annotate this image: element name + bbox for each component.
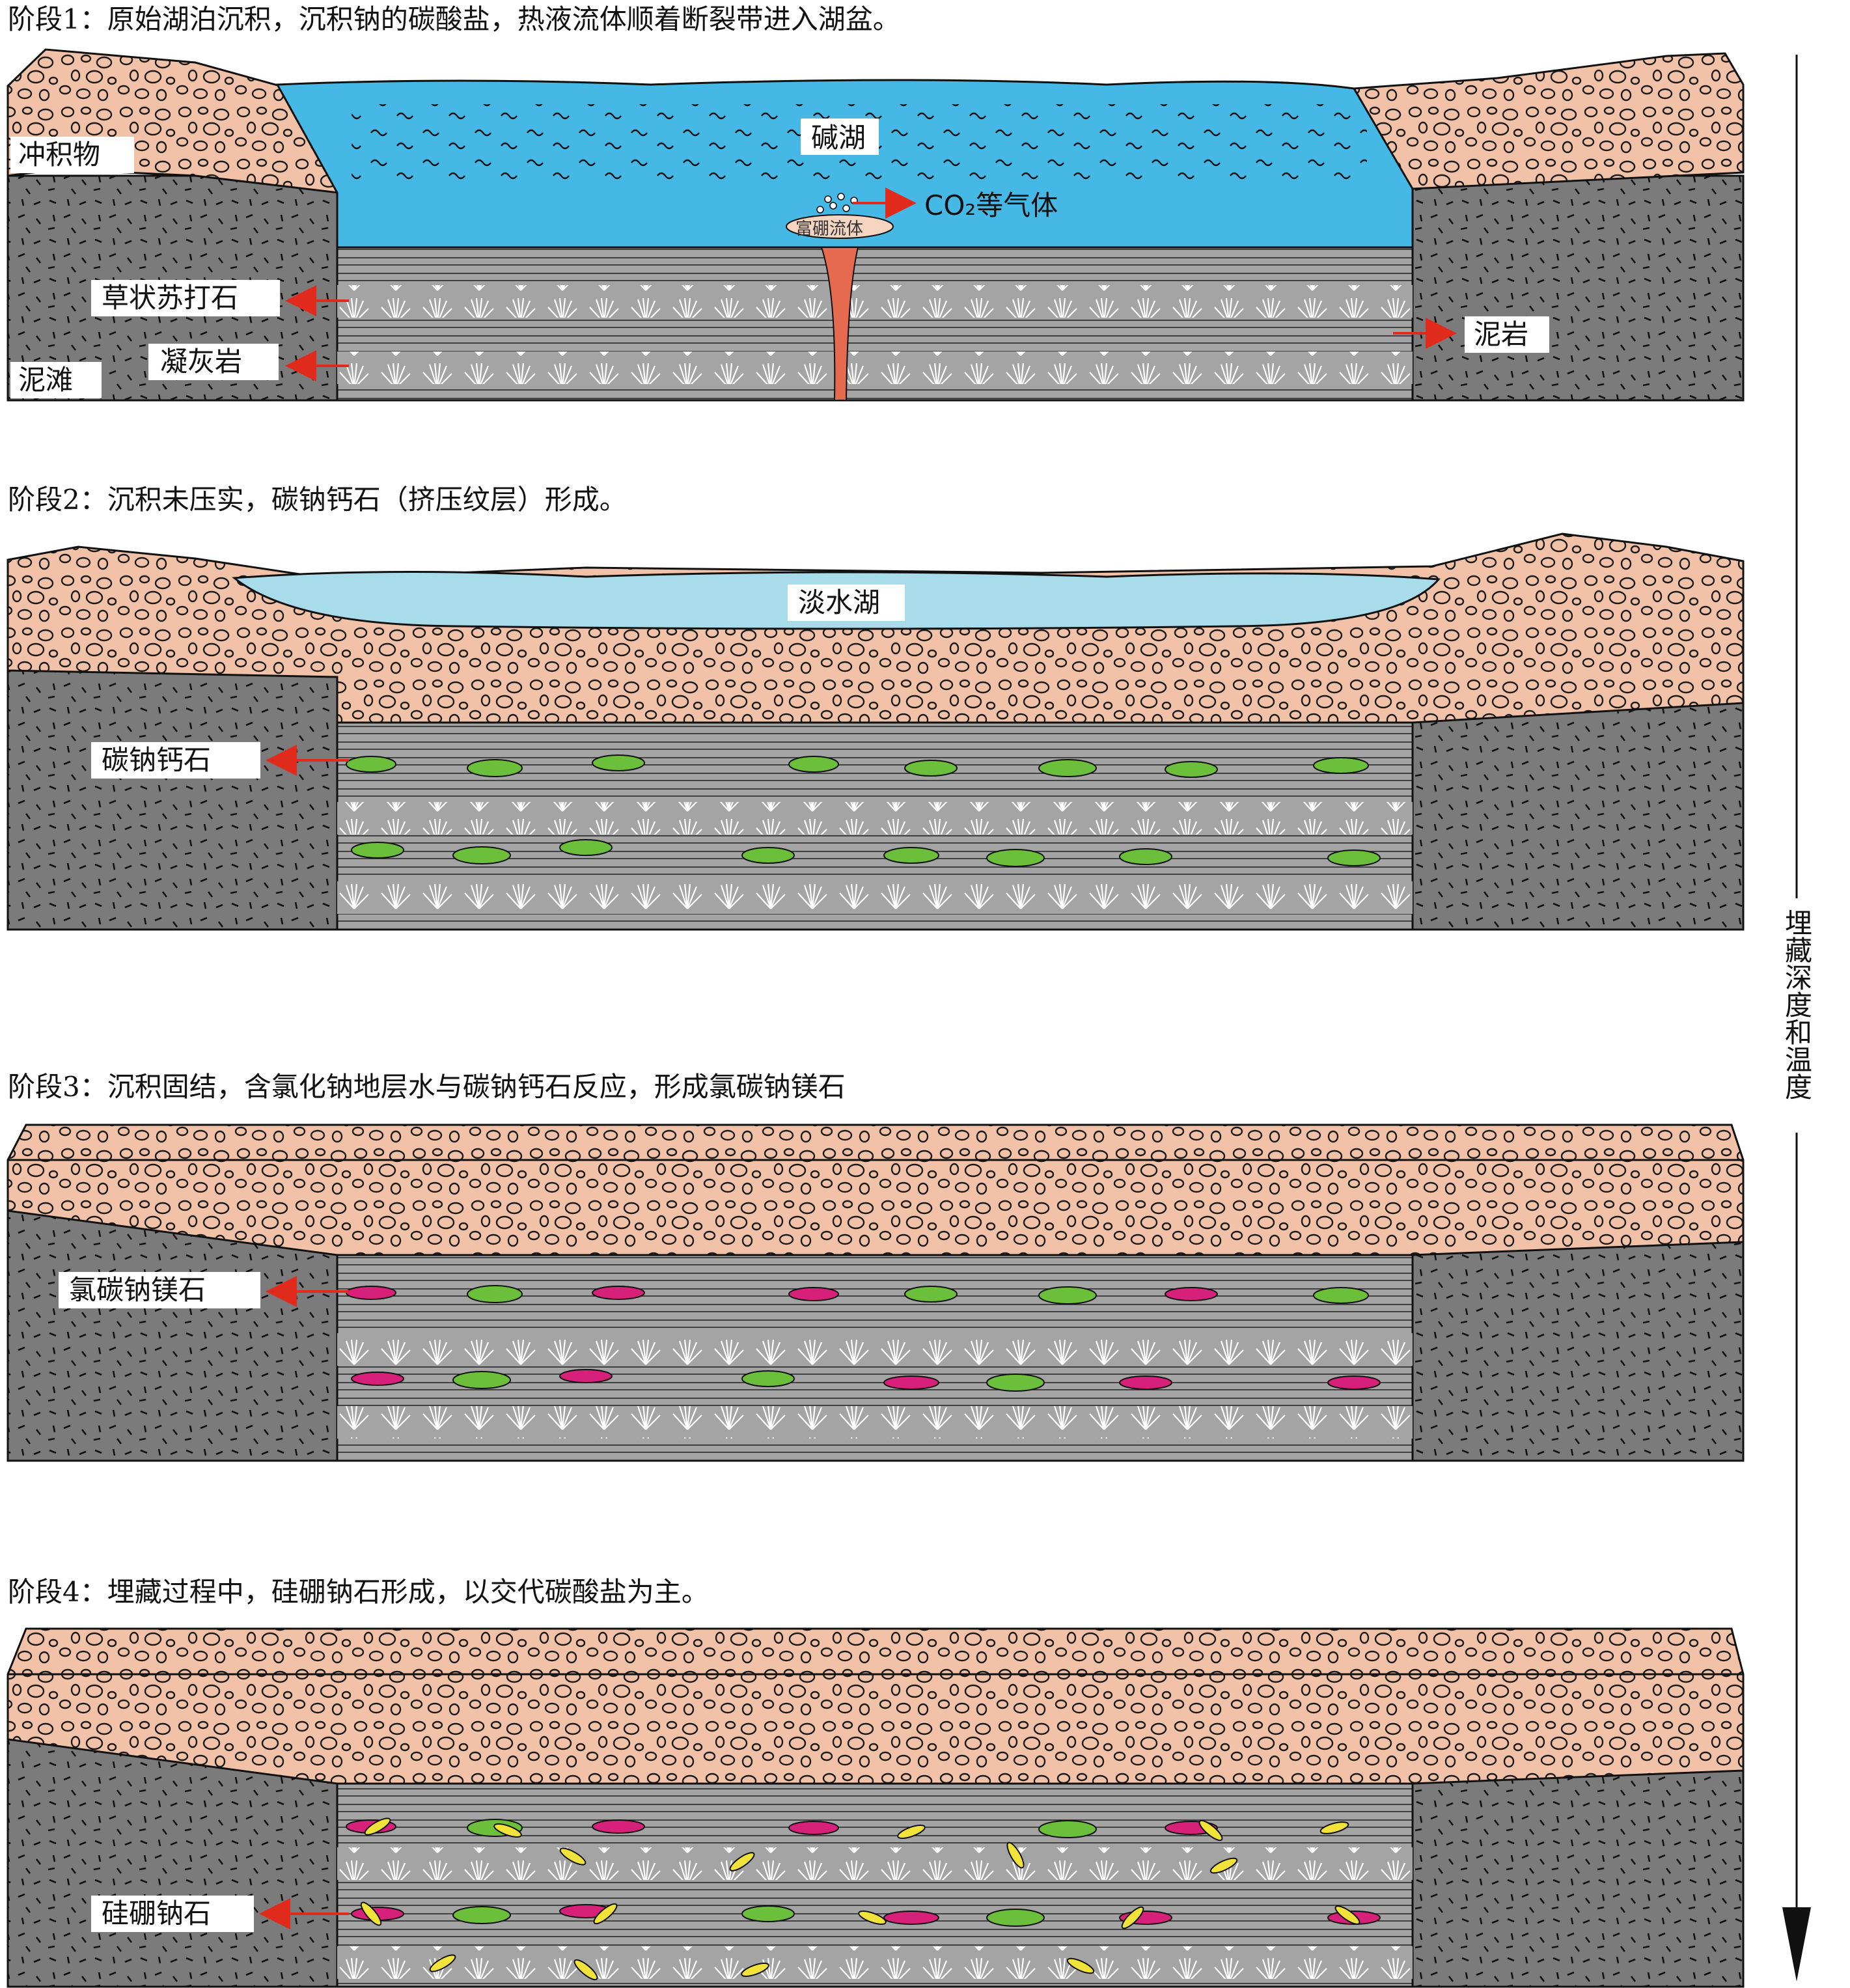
reedmergnerite-crystals bbox=[360, 1817, 1360, 1981]
mudflat-label-box bbox=[10, 362, 102, 398]
depth-axis-label-box bbox=[1781, 898, 1812, 1133]
mudflat-label: 泥滩 bbox=[18, 364, 73, 396]
stage-4-title: 阶段4：埋藏过程中，硅硼钠石形成，以交代碳酸盐为主。 bbox=[8, 1576, 709, 1608]
boron-fluid-plume bbox=[786, 214, 894, 239]
lake-label: 碱湖 bbox=[811, 122, 866, 154]
gaylussite-label: 碳钠钙石 bbox=[102, 744, 211, 776]
boron-fluid-label: 富硼流体 bbox=[795, 219, 863, 239]
trona-layer-2 bbox=[337, 352, 1413, 384]
stage-1: 阶段1：原始湖泊沉积，沉积钠的碳酸盐，热液流体顺着断裂带进入湖盆。 富硼流体 C… bbox=[7, 3, 1745, 402]
stage-4: 阶段4：埋藏过程中，硅硼钠石形成，以交代碳酸盐为主。 bbox=[7, 1576, 1745, 1988]
stage-3-title: 阶段3：沉积固结，含氯化钠地层水与碳钠钙石反应，形成氯碳钠镁石 bbox=[8, 1071, 846, 1103]
tuff-label-box bbox=[148, 344, 279, 380]
right-rock bbox=[1411, 702, 1745, 931]
stage-2: 阶段2：沉积未压实，碳钠钙石（挤压纹层）形成。 淡水湖 碳钠钙石 bbox=[7, 484, 1745, 931]
lake-label: 淡水湖 bbox=[798, 587, 880, 618]
trona-layer-2 bbox=[337, 881, 1413, 914]
stage-2-title: 阶段2：沉积未压实，碳钠钙石（挤压纹层）形成。 bbox=[8, 484, 627, 516]
trona-layer-2 bbox=[337, 1406, 1413, 1439]
right-rock bbox=[1411, 1241, 1745, 1462]
northupite-label: 氯碳钠镁石 bbox=[69, 1274, 206, 1306]
lake-label-box bbox=[801, 118, 879, 155]
mineral-label-box bbox=[91, 742, 260, 779]
trona-label-box bbox=[91, 280, 280, 316]
conglomerate-cover bbox=[7, 1627, 1745, 1785]
gaylussite-lenses bbox=[346, 754, 1381, 867]
mineral-label-box bbox=[91, 1896, 254, 1932]
depth-axis-label: 埋藏深度和温度 bbox=[1781, 909, 1813, 1100]
stage-3: 阶段3：沉积固结，含氯化钠地层水与碳钠钙石反应，形成氯碳钠镁石 氯碳钠镁石 bbox=[7, 1071, 1745, 1462]
right-rock bbox=[1411, 174, 1745, 402]
alluvium-label-box bbox=[10, 137, 134, 173]
hydrothermal-conduit bbox=[820, 247, 859, 401]
depth-axis-arrowhead bbox=[1782, 1907, 1811, 1981]
alluvium-label: 冲积物 bbox=[18, 139, 100, 171]
trona-layer-1 bbox=[337, 1847, 1413, 1880]
gas-bubbles bbox=[816, 193, 858, 214]
trona-layer-1 bbox=[337, 1333, 1413, 1366]
lake-label-box bbox=[788, 585, 905, 621]
stage-1-title: 阶段1：原始湖泊沉积，沉积钠的碳酸盐，热液流体顺着断裂带进入湖盆。 bbox=[8, 3, 900, 35]
left-rock bbox=[7, 1738, 338, 1988]
trona-layer-1 bbox=[337, 802, 1413, 835]
left-rock bbox=[7, 1209, 338, 1462]
left-rock bbox=[7, 669, 338, 931]
tuff-label: 凝灰岩 bbox=[160, 346, 242, 378]
northupite-lenses bbox=[346, 1286, 1381, 1390]
right-rock bbox=[1411, 1769, 1745, 1988]
right-alluvium bbox=[1352, 52, 1745, 190]
trona-layer-1 bbox=[337, 285, 1413, 318]
trona-label: 草状苏打石 bbox=[102, 282, 238, 314]
conglomerate-cover bbox=[7, 1124, 1745, 1256]
mudstone-label-box bbox=[1465, 316, 1549, 353]
gaylussite-lenses bbox=[452, 1285, 1369, 1392]
mineral-label-box bbox=[59, 1272, 260, 1308]
mudstone-label: 泥岩 bbox=[1474, 318, 1528, 350]
depth-axis: 埋藏深度和温度 bbox=[1781, 55, 1813, 1981]
gas-label: CO₂等气体 bbox=[924, 189, 1058, 221]
reedmergnerite-label: 硅硼钠石 bbox=[102, 1898, 211, 1929]
trona-layer-2 bbox=[337, 1946, 1413, 1979]
